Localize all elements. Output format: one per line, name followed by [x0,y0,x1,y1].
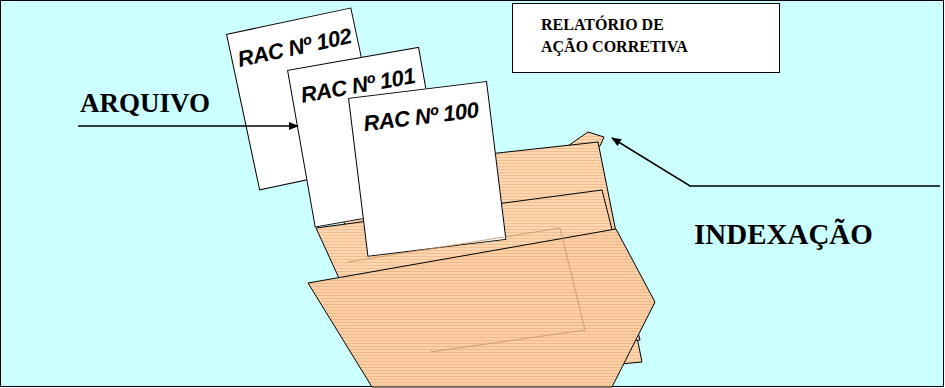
leader-line [612,138,940,186]
document-sheet: RAC Nº 100 [348,81,506,257]
index-label-box: RELATÓRIO DE AÇÃO CORRETIVA [512,3,780,73]
leader-line [78,125,298,127]
callout-label: INDEXAÇÃO [694,218,873,251]
index-title: RELATÓRIO DE AÇÃO CORRETIVA [541,14,699,58]
callout-label: ARQUIVO [80,88,210,119]
